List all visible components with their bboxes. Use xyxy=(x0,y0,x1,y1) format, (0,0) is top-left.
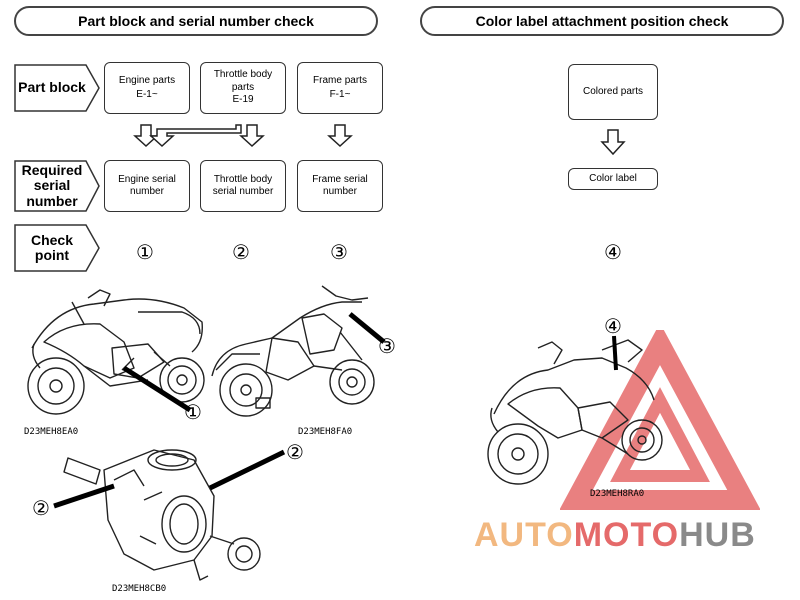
part-block-title: Frame parts xyxy=(313,74,367,86)
flow-arrows xyxy=(133,124,353,148)
check-point-4: ④ xyxy=(604,240,622,264)
check-point-2: ② xyxy=(232,240,250,264)
left-section-header: Part block and serial number check xyxy=(14,6,378,36)
right-header-text: Color label attachment position check xyxy=(475,13,729,29)
required-serial-row-label: Required serial number xyxy=(14,160,100,212)
part-block-code: F-1~ xyxy=(329,89,351,100)
callout-2-left: ② xyxy=(32,496,50,520)
part-block-throttle-body: Throttle body parts E-19 xyxy=(200,62,286,114)
callout-leader xyxy=(53,483,115,509)
serial-box-line2: number xyxy=(323,186,357,197)
serial-box-line1: Throttle body xyxy=(213,173,273,185)
callout-leader xyxy=(208,449,286,491)
callout-leader xyxy=(612,335,618,371)
serial-box-line2: number xyxy=(130,186,164,197)
serial-box-frame: Frame serial number xyxy=(297,160,383,212)
right-section-header: Color label attachment position check xyxy=(420,6,784,36)
callout-3: ③ xyxy=(378,334,396,358)
required-label-line3: number xyxy=(26,192,78,209)
check-point-row-label: Check point xyxy=(14,224,100,272)
pentagon-shape xyxy=(14,224,100,272)
color-label-box: Color label xyxy=(568,168,658,190)
callout-leader xyxy=(348,312,386,344)
pentagon-shape xyxy=(14,64,100,112)
colored-parts-box: Colored parts xyxy=(568,64,658,120)
moto2-caption: D23MEH8FA0 xyxy=(298,427,353,437)
check-label-line1: Check xyxy=(30,231,74,248)
serial-box-engine: Engine serial number xyxy=(104,160,190,212)
part-block-title: Throttle body xyxy=(213,69,273,81)
motorcycle-frame-illustration xyxy=(211,285,386,417)
part-block-title: Engine parts xyxy=(118,74,176,86)
callout-1: ① xyxy=(184,400,202,424)
colored-parts-text: Colored parts xyxy=(582,85,644,97)
callout-2-right: ② xyxy=(286,440,304,464)
part-block-engine: Engine parts E-1~ xyxy=(104,62,190,114)
down-arrow-icon xyxy=(239,124,265,148)
down-arrow-icon xyxy=(327,124,353,148)
bent-arrow-icon xyxy=(149,124,242,148)
check-point-1: ① xyxy=(136,240,154,264)
watermark-text-auto: AUTO xyxy=(474,516,574,554)
serial-box-line1: Engine serial xyxy=(118,173,176,185)
serial-box-line1: Frame serial xyxy=(312,173,368,185)
left-header-text: Part block and serial number check xyxy=(78,13,314,29)
part-block-code: E-19 xyxy=(232,94,254,106)
part-block-code: E-1~ xyxy=(136,89,158,100)
part-block-frame: Frame parts F-1~ xyxy=(297,62,383,114)
pentagon-shape xyxy=(14,160,100,212)
throttle-body-illustration xyxy=(53,449,286,581)
required-label-line2: serial xyxy=(33,177,71,194)
down-arrow-icon xyxy=(133,124,159,148)
throttle-caption: D23MEH8CB0 xyxy=(112,584,167,594)
part-block-row-label: Part block xyxy=(14,64,100,112)
check-point-3: ③ xyxy=(330,240,348,264)
watermark-text-moto: MOTO xyxy=(573,516,680,554)
required-label-line1: Required xyxy=(21,161,83,178)
part-block-label-text: Part block xyxy=(18,79,86,96)
serial-box-line2: serial number xyxy=(212,186,274,197)
part-block-title-2: parts xyxy=(231,81,255,93)
callout-leader xyxy=(122,365,192,413)
serial-box-throttle-body: Throttle body serial number xyxy=(200,160,286,212)
watermark-logo: AUTOMOTOHUB xyxy=(474,516,794,562)
moto1-caption: D23MEH8EA0 xyxy=(24,427,79,437)
callout-4: ④ xyxy=(604,314,622,338)
watermark-text-hub: HUB xyxy=(679,516,756,554)
color-label-text: Color label xyxy=(589,172,637,184)
check-label-line2: point xyxy=(34,247,70,263)
watermark-triangle xyxy=(560,330,760,510)
down-arrow-icon xyxy=(600,129,626,156)
moto3-caption: D23MEH8RA0 xyxy=(590,489,645,499)
motorcycle-color-label-illustration xyxy=(487,335,663,485)
motorcycle-engine-illustration xyxy=(27,289,205,415)
